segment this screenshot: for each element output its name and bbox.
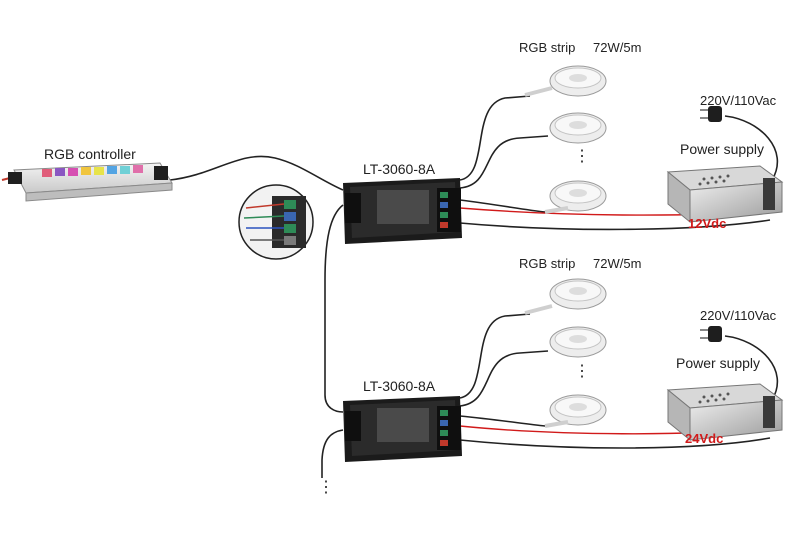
amplifier-1 xyxy=(343,178,462,244)
power-supply-2 xyxy=(666,383,784,442)
wire-amp1-strip2 xyxy=(459,135,549,189)
amplifier-1-model: LT-3060-8A xyxy=(363,161,436,177)
wire-amp2-strip3 xyxy=(459,415,546,427)
power-supply-1 xyxy=(666,165,784,224)
wire-amp2-strip2 xyxy=(459,350,549,407)
power-supply-2-label: Power supply xyxy=(676,355,761,371)
wire-controller-to-amp1 xyxy=(169,155,344,191)
strip-2-power: 72W/5m xyxy=(593,256,642,271)
controller-buttons xyxy=(42,165,143,177)
controller-label: RGB controller xyxy=(44,146,136,162)
wire-amp1-strip3 xyxy=(459,199,546,213)
rgb-controller xyxy=(1,162,173,202)
led-reel-icon xyxy=(549,112,607,144)
strip-2-label: RGB strip xyxy=(519,256,576,271)
amplifier-2 xyxy=(343,396,462,462)
mains-2-label: 220V/110Vac xyxy=(700,308,777,323)
strip-1-power: 72W/5m xyxy=(593,40,642,55)
more-amplifiers-indicator: ⋮ xyxy=(318,479,334,496)
strip-1-label: RGB strip xyxy=(519,40,576,55)
led-reel-icon xyxy=(549,326,607,358)
plug-icon xyxy=(700,106,722,122)
amplifier-2-model: LT-3060-8A xyxy=(363,378,436,394)
terminal-zoom-detail xyxy=(238,184,314,260)
more-strips-indicator-2: ⋮ xyxy=(574,363,590,380)
power-supply-1-label: Power supply xyxy=(680,141,765,157)
wire-amp2-strip1 xyxy=(459,313,531,399)
power-supply-2-output: 24Vdc xyxy=(685,431,724,446)
led-reel-icon xyxy=(544,394,607,428)
wire-amp2-psu2-neg xyxy=(459,437,771,449)
led-reel-icon xyxy=(544,180,607,214)
more-strips-indicator-1: ⋮ xyxy=(574,148,590,165)
wire-mains2 xyxy=(724,335,779,401)
wire-mains1 xyxy=(724,115,779,181)
plug-icon xyxy=(700,326,722,342)
wire-amp1-psu1-neg xyxy=(459,219,771,231)
wire-amp1-strip1 xyxy=(459,95,531,181)
power-supply-1-output: 12Vdc xyxy=(688,216,727,231)
wire-amp1-to-amp2 xyxy=(324,204,344,413)
led-reel-icon xyxy=(524,278,607,315)
wire-continuation xyxy=(321,429,344,478)
led-reel-icon xyxy=(524,65,607,97)
mains-1-label: 220V/110Vac xyxy=(700,93,777,108)
